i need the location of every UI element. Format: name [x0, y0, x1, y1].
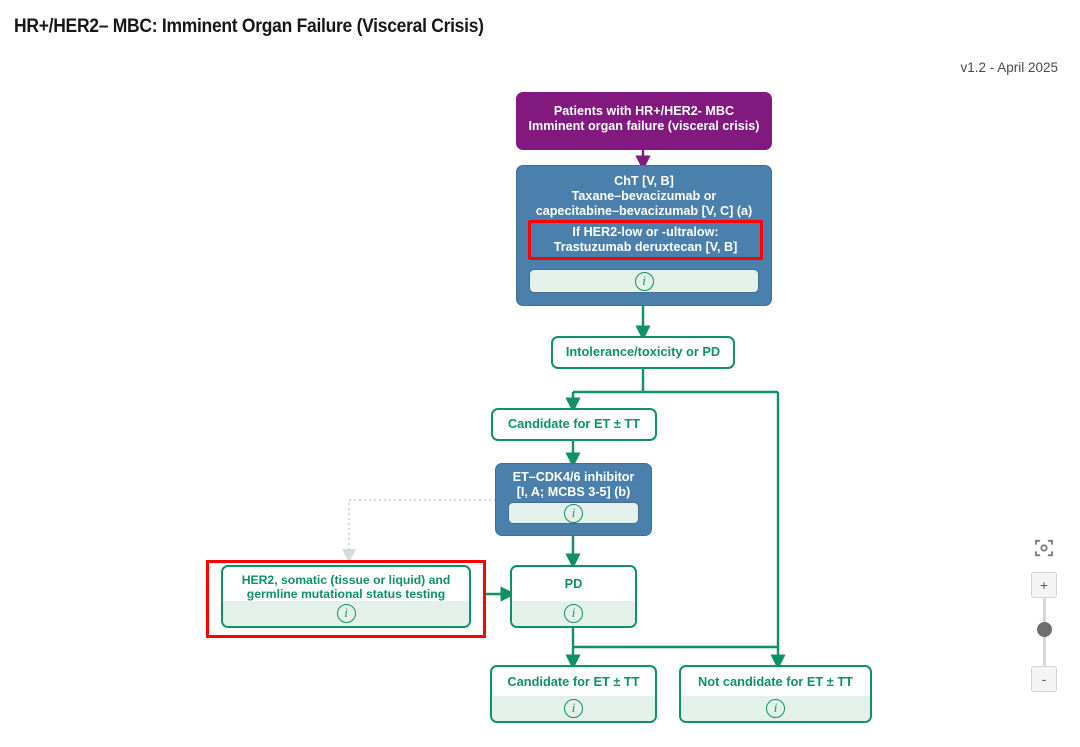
node-candidate-et-tt-upper[interactable]: Candidate for ET ± TT	[491, 408, 657, 441]
node-her2-testing-info-strip[interactable]: i	[223, 601, 469, 626]
node-her2-testing[interactable]: HER2, somatic (tissue or liquid) and ger…	[221, 565, 471, 628]
node-patients-body: Patients with HR+/HER2- MBC Imminent org…	[517, 93, 771, 145]
node-cht-body: ChT [V, B] Taxane–bevacizumab or capecit…	[517, 166, 771, 227]
info-icon[interactable]: i	[634, 271, 654, 291]
node-candidate-et-tt-lower-line-1: Candidate for ET ± TT	[507, 674, 640, 689]
node-cht-line-2: Taxane–bevacizumab or	[571, 188, 717, 203]
node-patients[interactable]: Patients with HR+/HER2- MBC Imminent org…	[516, 92, 772, 150]
info-icon[interactable]: i	[564, 503, 583, 523]
node-not-candidate-et-tt-body: Not candidate for ET ± TT	[681, 667, 870, 692]
node-her2-low-overlay[interactable]: If HER2-low or -ultralow: Trastuzumab de…	[528, 220, 763, 260]
node-pd-body: PD	[512, 567, 635, 594]
node-candidate-et-tt-lower[interactable]: Candidate for ET ± TT i	[490, 665, 657, 723]
node-intolerance-body: Intolerance/toxicity or PD	[553, 338, 733, 365]
node-cht-line-1: ChT [V, B]	[614, 174, 674, 188]
zoom-slider[interactable]: + -	[1030, 572, 1058, 692]
node-intolerance-line-1: Intolerance/toxicity or PD	[565, 344, 721, 359]
page-title: HR+/HER2– MBC: Imminent Organ Failure (V…	[14, 16, 484, 37]
zoom-in-button[interactable]: +	[1031, 572, 1057, 598]
zoom-out-button[interactable]: -	[1031, 666, 1057, 692]
node-her2-testing-body: HER2, somatic (tissue or liquid) and ger…	[223, 567, 469, 605]
node-et-cdk46-info-strip[interactable]: i	[508, 502, 639, 524]
node-pd[interactable]: PD i	[510, 565, 637, 628]
node-et-cdk46-line-2: [I, A; MCBS 3-5] (b)	[516, 484, 631, 499]
focus-frame-icon	[1035, 539, 1053, 557]
node-patients-line-1: Patients with HR+/HER2- MBC	[553, 104, 735, 118]
zoom-slider-handle[interactable]	[1037, 622, 1052, 637]
node-her2-low-overlay-line-2: Trastuzumab deruxtecan [V, B]	[553, 240, 738, 254]
node-her2-testing-line-1: HER2, somatic (tissue or liquid) and	[241, 573, 451, 587]
info-icon[interactable]: i	[766, 699, 785, 718]
node-pd-info-strip[interactable]: i	[512, 601, 635, 626]
node-candidate-et-tt-upper-line-1: Candidate for ET ± TT	[507, 416, 641, 431]
node-not-candidate-et-tt-line-1: Not candidate for ET ± TT	[698, 674, 853, 689]
node-candidate-et-tt-lower-info-strip[interactable]: i	[492, 696, 655, 721]
node-not-candidate-et-tt[interactable]: Not candidate for ET ± TT i	[679, 665, 872, 723]
node-patients-line-2: Imminent organ failure (visceral crisis)	[528, 118, 760, 133]
node-candidate-et-tt-upper-body: Candidate for ET ± TT	[493, 410, 655, 437]
node-candidate-et-tt-lower-body: Candidate for ET ± TT	[492, 667, 655, 692]
node-cht-info-strip[interactable]: i	[529, 269, 759, 293]
version-label: v1.2 - April 2025	[960, 60, 1058, 75]
node-not-candidate-et-tt-info-strip[interactable]: i	[681, 696, 870, 721]
info-icon[interactable]: i	[336, 604, 356, 623]
recenter-icon[interactable]	[1030, 534, 1058, 562]
node-intolerance[interactable]: Intolerance/toxicity or PD	[551, 336, 735, 369]
info-icon[interactable]: i	[564, 604, 583, 623]
node-et-cdk46-body: ET–CDK4/6 inhibitor [I, A; MCBS 3-5] (b)	[496, 464, 651, 504]
node-cht-line-3: capecitabine–bevacizumab [V, C] (a)	[535, 203, 753, 218]
zoom-controls: + -	[1030, 534, 1060, 692]
node-her2-testing-line-2: germline mutational status testing	[246, 587, 446, 602]
info-icon[interactable]: i	[564, 699, 583, 718]
node-pd-line-1: PD	[564, 576, 583, 591]
node-et-cdk46-line-1: ET–CDK4/6 inhibitor	[512, 470, 635, 484]
node-et-cdk46[interactable]: ET–CDK4/6 inhibitor [I, A; MCBS 3-5] (b)…	[495, 463, 652, 536]
node-her2-low-overlay-body: If HER2-low or -ultralow: Trastuzumab de…	[554, 225, 738, 255]
node-her2-low-overlay-line-1: If HER2-low or -ultralow:	[572, 224, 719, 239]
